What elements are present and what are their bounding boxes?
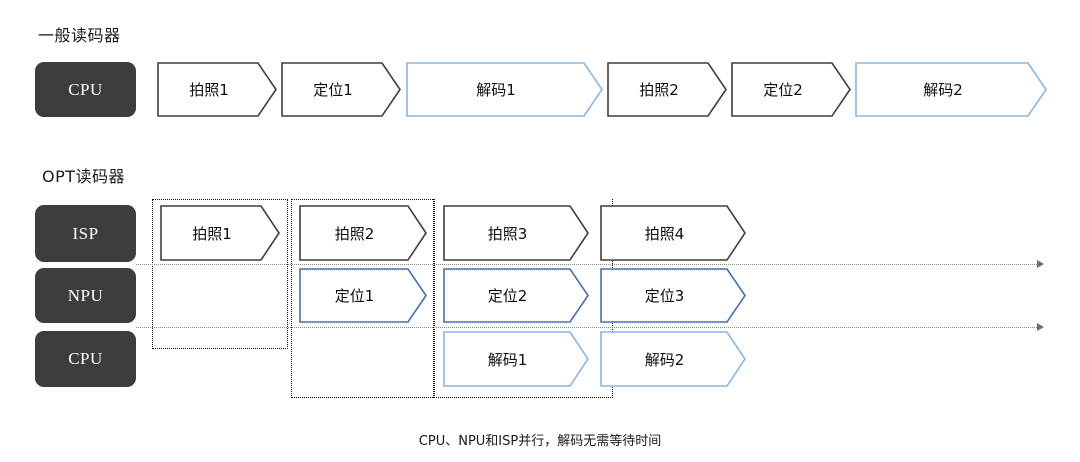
unit-label-isp: ISP — [35, 205, 136, 262]
axis-arrowhead-icon — [1037, 260, 1044, 268]
pipeline-stage-divider-3 — [433, 199, 434, 398]
axis-arrowhead-icon — [1037, 323, 1044, 331]
pipeline-stage-group-3-bottom — [433, 396, 613, 398]
task-block-photo1-isp: 拍照1 — [160, 205, 280, 261]
section-title-opt-reader: OPT读码器 — [42, 167, 126, 186]
task-block-locate1-npu: 定位1 — [299, 268, 427, 323]
task-block-locate3-npu: 定位3 — [600, 268, 746, 323]
pipeline-stage-group-1 — [152, 199, 288, 349]
task-block-decode2-general: 解码2 — [855, 62, 1047, 117]
unit-label-cpu-opt: CPU — [35, 331, 136, 387]
axis-line — [136, 327, 1037, 328]
task-block-locate2-npu: 定位2 — [443, 268, 589, 323]
section-title-general-reader: 一般读码器 — [38, 26, 121, 45]
unit-label-cpu-general: CPU — [35, 62, 136, 117]
task-block-decode2-cpu: 解码2 — [600, 331, 746, 387]
diagram-caption: CPU、NPU和ISP并行，解码无需等待时间 — [418, 434, 662, 449]
task-block-photo3-isp: 拍照3 — [443, 205, 589, 261]
pipeline-stage-group-2 — [291, 199, 435, 398]
task-block-decode1-cpu: 解码1 — [443, 331, 589, 387]
axis-line — [136, 264, 1037, 265]
task-block-decode1-general: 解码1 — [406, 62, 603, 117]
task-block-locate2-general: 定位2 — [731, 62, 851, 117]
time-axis-isp — [136, 260, 1044, 268]
task-block-photo4-isp: 拍照4 — [600, 205, 746, 261]
time-axis-npu — [136, 323, 1044, 331]
task-block-photo2-general: 拍照2 — [607, 62, 727, 117]
unit-label-npu: NPU — [35, 268, 136, 323]
task-block-locate1-general: 定位1 — [281, 62, 401, 117]
task-block-photo2-isp: 拍照2 — [299, 205, 427, 261]
task-block-photo1-general: 拍照1 — [157, 62, 277, 117]
